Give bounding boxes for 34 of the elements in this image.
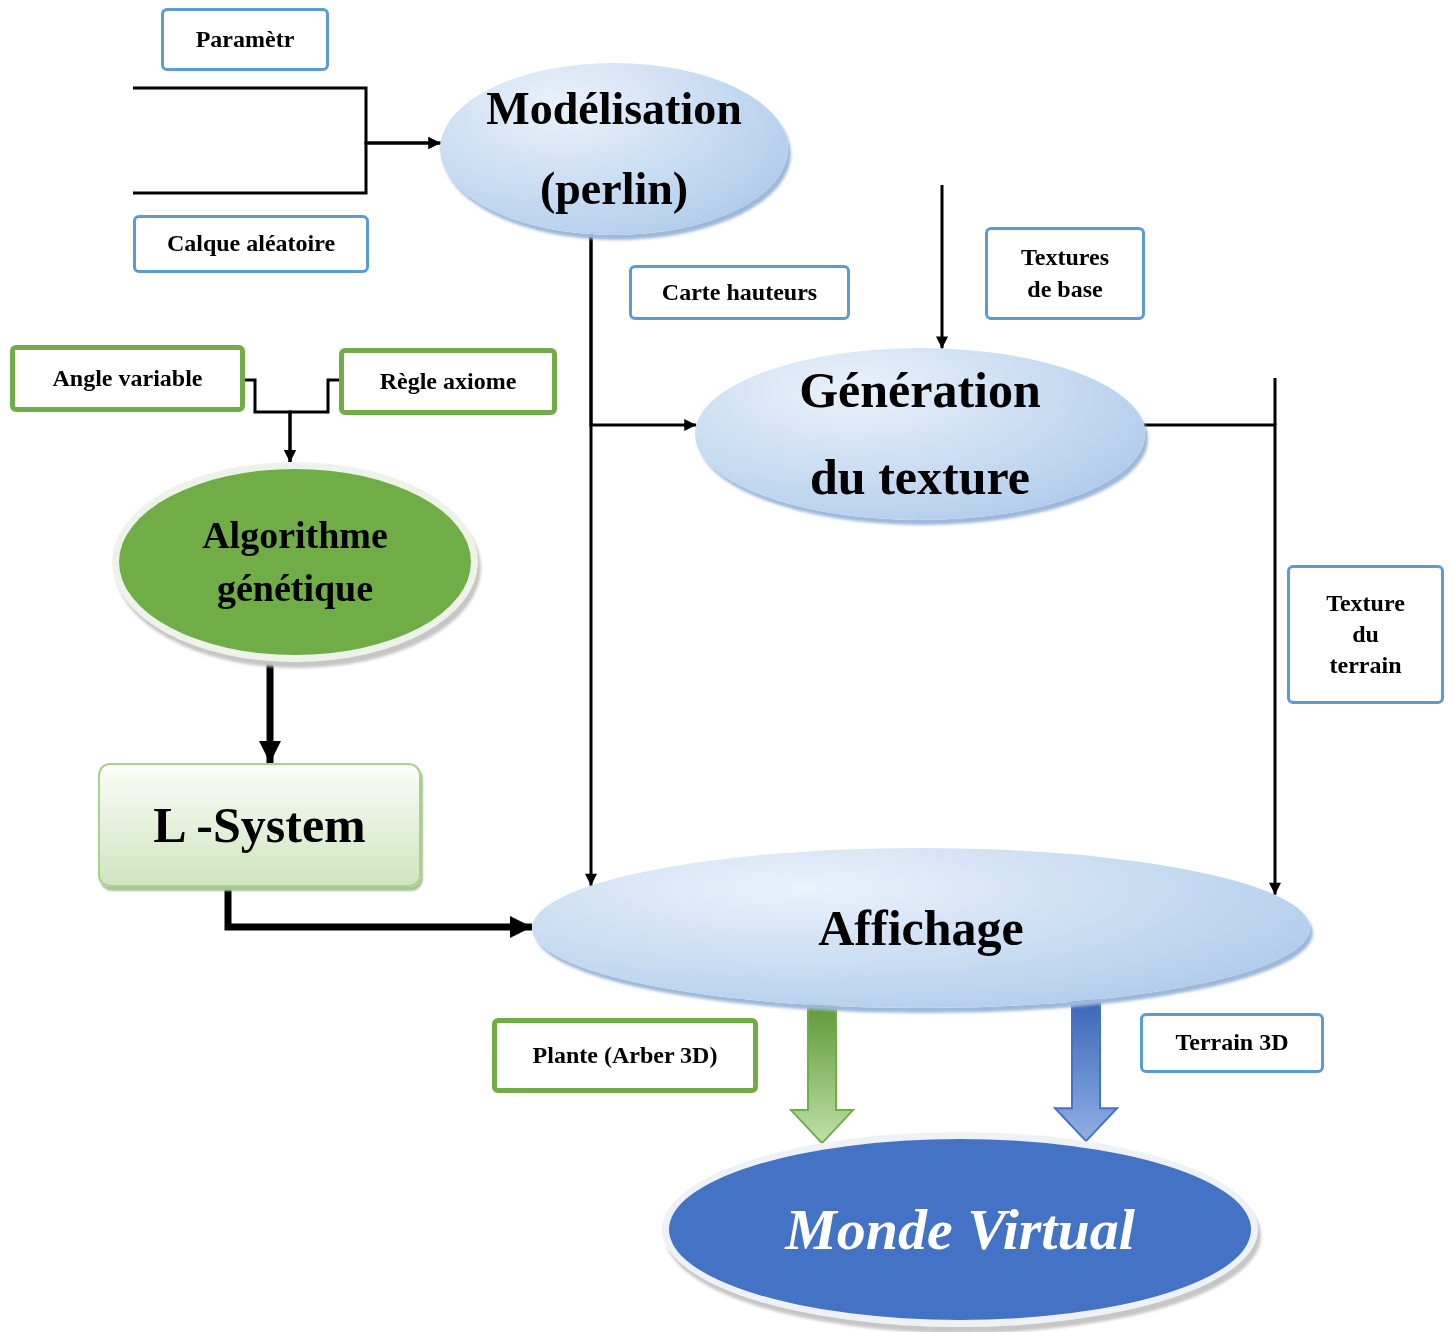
- node-label: L -System: [153, 795, 366, 855]
- label-box: [161, 8, 329, 71]
- node-label: Textures de base: [1020, 243, 1110, 304]
- label-box: [985, 227, 1145, 320]
- node-label: Texture du terrain: [1325, 588, 1406, 681]
- arrow: [585, 234, 597, 886]
- label-box: [1287, 565, 1444, 704]
- label-box: [1140, 1013, 1324, 1073]
- node-label: Modélisation (perlin): [485, 81, 743, 216]
- node-label: Monde Virtual: [785, 1195, 1135, 1264]
- node-label: Angle variable: [52, 363, 203, 393]
- label-box: [339, 348, 557, 415]
- node-label: Paramètr: [195, 24, 295, 54]
- block-arrow: [788, 1004, 856, 1145]
- label-box: [492, 1018, 758, 1093]
- label-box: [10, 345, 245, 412]
- label-box: [629, 265, 850, 320]
- arrow: [284, 378, 339, 463]
- process-box: [98, 763, 421, 887]
- arrow: [224, 887, 533, 938]
- arrow: [133, 137, 441, 195]
- arrow: [936, 185, 948, 349]
- node-label: Terrain 3D: [1175, 1028, 1289, 1058]
- node-label: Plante (Arber 3D): [532, 1040, 718, 1070]
- node-label: Carte hauteurs: [661, 277, 818, 307]
- arrow: [1143, 423, 1281, 895]
- label-box: [133, 215, 369, 273]
- node-label: Génération du texture: [798, 360, 1042, 507]
- node-label: Calque aléatoire: [166, 229, 336, 259]
- node-label: Affichage: [818, 898, 1024, 958]
- node-label: Algorithme génétique: [201, 512, 389, 611]
- node-label: Règle axiome: [379, 366, 517, 396]
- arrow: [259, 661, 281, 763]
- block-arrow: [1052, 999, 1120, 1143]
